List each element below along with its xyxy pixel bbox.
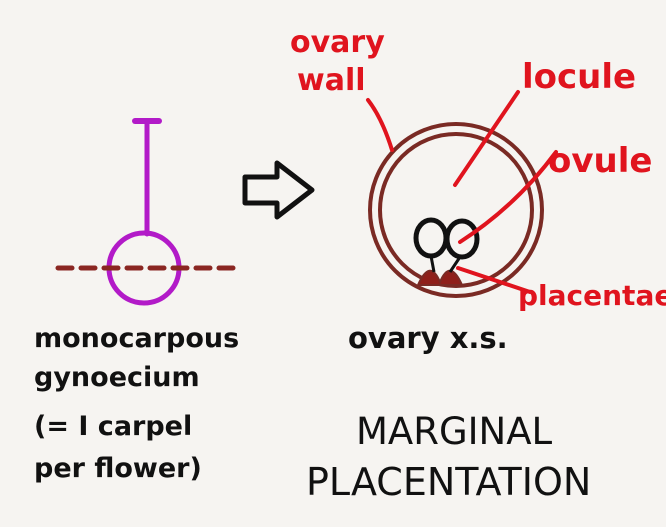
ovary-cross-section: [370, 124, 542, 296]
pointer-ovary-wall: [368, 100, 392, 150]
arrow-icon: [245, 163, 312, 217]
label-placentae: placentae: [518, 279, 666, 312]
ovary-wall-outer: [370, 124, 542, 296]
caption-line-2: gynoecium: [34, 362, 200, 393]
right-caption: ovary x.s. MARGINAL PLACENTATION: [306, 321, 591, 504]
title-line-2: PLACENTATION: [306, 460, 591, 504]
label-ovule: ovule: [548, 141, 652, 181]
left-caption: monocarpous gynoecium (= I carpel per fl…: [34, 323, 239, 484]
caption-line-1: monocarpous: [34, 323, 239, 354]
red-labels: ovary wall locule ovule placentae: [290, 25, 666, 312]
ovary-xs-label: ovary x.s.: [348, 321, 508, 355]
label-ovary-wall-line1: ovary: [290, 25, 385, 60]
caption-line-3: (= I carpel: [34, 411, 192, 442]
placenta: [418, 271, 462, 285]
funiculus-left: [431, 256, 434, 272]
carpel-sketch: [58, 121, 236, 303]
label-locule: locule: [522, 57, 636, 97]
title-line-1: MARGINAL: [356, 410, 553, 453]
ovule-left: [416, 220, 446, 256]
pointer-locule: [455, 92, 518, 185]
label-ovary-wall-line2: wall: [297, 63, 366, 98]
caption-line-4: per flower): [34, 453, 202, 484]
